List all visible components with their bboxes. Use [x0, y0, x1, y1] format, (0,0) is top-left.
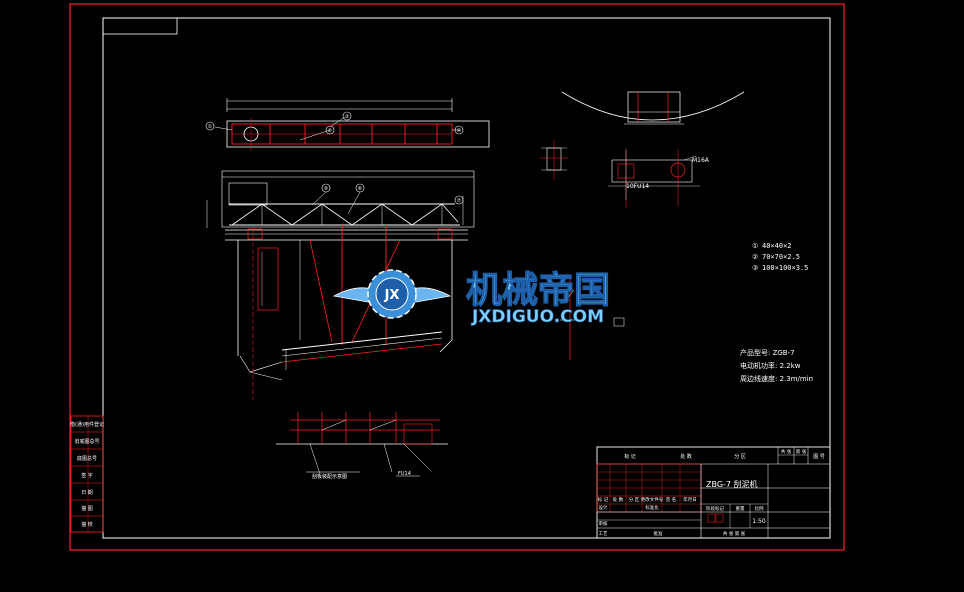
revision-header: 更改文件号 [641, 496, 664, 503]
part-label: M16A [692, 157, 710, 164]
scraper-detail: 刮板装配示意图 FU14 [276, 412, 448, 480]
callout-label: ④ [457, 128, 462, 134]
left-strip: 借(通)用件登记 旧底图总号 底图总号 签 字 日 期 描 图 描 校 [70, 415, 104, 533]
top-left-tag-box [102, 17, 178, 35]
title-header: 处 数 [680, 453, 692, 460]
bolt-detail [540, 140, 568, 180]
material-num: ③ [752, 264, 758, 272]
spec-model: 产品型号: ZGB-7 [740, 348, 795, 357]
tank-arc-view [561, 91, 745, 125]
spec-speed: 周边线速度: 2.3m/min [740, 374, 813, 383]
truss-plan-view: ① ② ③ ④ [205, 98, 490, 150]
revision-header: 年月日 [683, 496, 697, 503]
logo-text: JX [384, 288, 400, 303]
left-strip-cell: 底图总号 [77, 455, 97, 462]
left-strip-cell: 描 图 [81, 505, 93, 512]
scale-value: 1:50 [752, 518, 766, 525]
role-cell: 设计 [599, 504, 608, 511]
revision-header: 签 名 [666, 496, 676, 503]
revision-header: 处 数 [613, 496, 624, 503]
detail-note: 刮板装配示意图 [312, 473, 347, 480]
outer-frame [69, 3, 845, 551]
part-label: 10FU14 [626, 183, 649, 190]
revision-header: 分 区 [629, 496, 640, 503]
watermark-name: 机械帝国 [466, 270, 610, 311]
callout-label: ⑦ [457, 198, 462, 204]
material-spec: 100×100×3.5 [762, 264, 808, 272]
callout-label: ② [328, 128, 333, 134]
callout-label: ⑥ [358, 186, 363, 192]
material-num: ② [752, 253, 758, 261]
watermark: JX 机械帝国 JXDIGUO.COM [332, 269, 611, 327]
title-header-right: 图 号 [813, 454, 825, 460]
role-cell: 批准 [654, 530, 663, 537]
stage-cell: 重量 [736, 505, 745, 512]
support-bracket [560, 278, 625, 360]
sheet-note: 共 张 第 张 [723, 530, 746, 537]
left-strip-cell: 旧底图总号 [74, 438, 99, 445]
title-block: 标 记 处 数 分 区 共 张 第 张 图 号 标 记 处 数 分 区 更改文件… [596, 446, 831, 539]
elevation-view: ⑤ ⑥ ⑦ [206, 170, 475, 400]
inner-frame [102, 17, 831, 539]
material-num: ① [752, 242, 758, 250]
left-strip-cell: 描 校 [81, 521, 93, 528]
left-strip-cell: 借(通)用件登记 [70, 421, 104, 428]
section-label: FU14 [398, 471, 411, 477]
title-header-right: 第 张 [796, 448, 807, 455]
drawing-name: ZBG-7 刮泥机 [706, 479, 758, 489]
title-header: 分 区 [734, 453, 746, 460]
left-strip-cell: 签 字 [81, 472, 93, 479]
spec-notes: 产品型号: ZGB-7 电动机功率: 2.2kw 周边线速度: 2.3m/min [740, 348, 813, 383]
stage-cell: 阶段标记 [706, 505, 724, 512]
role-cell: 标准化 [645, 504, 659, 511]
stage-cell: 比例 [755, 505, 764, 512]
materials-list: ① 40×40×2 ② 70×70×2.5 ③ 100×100×3.5 [752, 242, 808, 272]
title-header-right: 共 张 [781, 448, 792, 455]
role-cell: 审核 [599, 520, 608, 527]
callout-label: ⑤ [324, 186, 328, 192]
material-spec: 40×40×2 [762, 242, 792, 250]
title-header: 标 记 [624, 453, 636, 460]
callout-label: ① [208, 124, 213, 130]
revision-header: 标 记 [598, 496, 609, 503]
left-strip-cell: 日 期 [81, 490, 93, 496]
gear-icon [367, 269, 417, 319]
wheel-detail: 10FU14 M16A [608, 148, 710, 208]
role-cell: 工艺 [599, 531, 608, 537]
spec-motor-power: 电动机功率: 2.2kw [740, 361, 801, 370]
watermark-url: JXDIGUO.COM [471, 307, 604, 327]
material-spec: 70×70×2.5 [762, 253, 800, 261]
callout-label: ③ [345, 114, 349, 120]
